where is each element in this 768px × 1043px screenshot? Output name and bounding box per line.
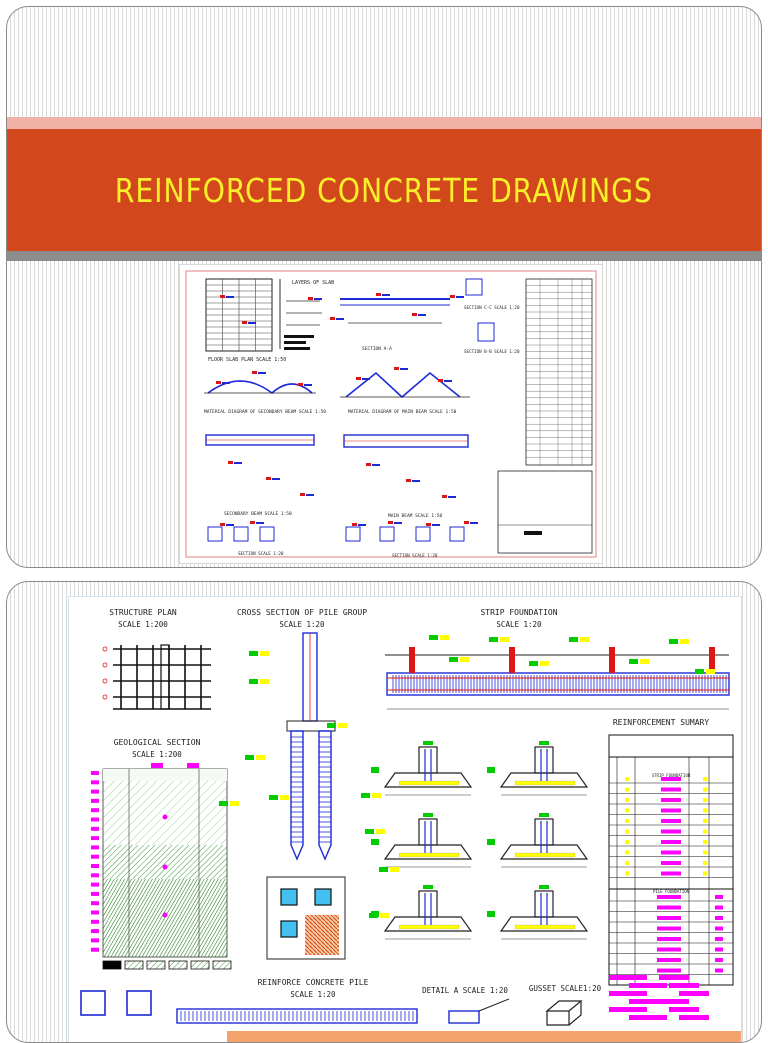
material-main-label: MATERIAL DIAGRAM OF MAIN BEAM SCALE 1:50 xyxy=(348,409,457,415)
section-aa-label: SECTION A-A xyxy=(362,346,392,352)
material-secondary-label: MATERIAL DIAGRAM OF SECONDARY BEAM SCALE… xyxy=(204,409,326,415)
detail-a-title: DETAIL A SCALE 1:20 xyxy=(422,986,508,995)
cad-drawing-sheet: FLOOR SLAB PLAN SCALE 1:50 LAYERS OF SLA… xyxy=(179,264,603,564)
dimension-markers xyxy=(216,293,478,526)
strip-foundation-title: STRIP FOUNDATION xyxy=(480,608,557,617)
structure-plan: STRUCTURE PLAN SCALE 1:200 xyxy=(102,608,211,710)
structure-plan-scale: SCALE 1:200 xyxy=(118,620,168,629)
beam-sections-left: SECTION SCALE 1:20 xyxy=(207,526,284,556)
strip-foundation: STRIP FOUNDATION SCALE 1:20 xyxy=(385,608,730,710)
floor-slab-plan-label: FLOOR SLAB PLAN SCALE 1:50 xyxy=(208,357,286,363)
section-bb-label: SECTION B-B SCALE 1:20 xyxy=(464,349,520,354)
geological-section-title: GEOLOGICAL SECTION xyxy=(114,738,201,747)
gusset: GUSSET SCALE1:20 xyxy=(529,984,602,1026)
structure-plan-title: STRUCTURE PLAN xyxy=(109,608,177,617)
title-band-top-stripe xyxy=(7,117,761,129)
rebar-schedule-table xyxy=(525,278,593,466)
strip-foundation-scale: SCALE 1:20 xyxy=(496,620,542,629)
reinforce-concrete-pile-title: REINFORCE CONCRETE PILE xyxy=(258,978,369,987)
section-left-label: SECTION SCALE 1:20 xyxy=(238,551,284,556)
section-cc: SECTION C-C SCALE 1:20 xyxy=(464,278,520,310)
dimension-markers xyxy=(219,635,715,918)
cross-section-pile-group: CROSS SECTION OF PILE GROUP SCALE 1:20 xyxy=(237,608,367,960)
reinforce-concrete-pile-scale: SCALE 1:20 xyxy=(290,990,336,999)
section-cc-label: SECTION C-C SCALE 1:20 xyxy=(464,305,520,310)
slide-1[interactable]: REINFORCED CONCRETE DRAWINGS FLOOR SLAB … xyxy=(6,6,762,568)
material-diagram-secondary-beam: MATERIAL DIAGRAM OF SECONDARY BEAM SCALE… xyxy=(204,380,326,415)
slide-2[interactable]: STRUCTURE PLAN SCALE 1:200 GEOLOGICAL SE… xyxy=(6,581,762,1043)
pile-foundation-table-label: PILE FOUNDATION xyxy=(653,889,690,894)
geological-section-scale: SCALE 1:200 xyxy=(132,750,182,759)
secondary-beam-label: SECONDARY BEAM SCALE 1:50 xyxy=(224,511,292,517)
reinforcement-summary-title: REINFORCEMENT SUMARY xyxy=(613,718,710,727)
title-block xyxy=(497,470,593,554)
main-beam-label: MAIN BEAM SCALE 1:50 xyxy=(388,513,442,519)
foundation-drawing: STRUCTURE PLAN SCALE 1:200 GEOLOGICAL SE… xyxy=(80,608,741,1042)
beam-sections-right: SECTION SCALE 1:20 xyxy=(345,526,465,558)
geological-section: GEOLOGICAL SECTION SCALE 1:200 xyxy=(91,738,232,970)
layers-of-slab-label: LAYERS OF SLAB xyxy=(292,280,334,286)
reinforcement-summary: REINFORCEMENT SUMARY STRIP FOUNDATION PI… xyxy=(608,718,734,986)
foundation-footing-details xyxy=(371,741,589,940)
layers-of-slab: LAYERS OF SLAB xyxy=(279,279,334,350)
reinforce-concrete-pile: REINFORCE CONCRETE PILE SCALE 1:20 xyxy=(80,978,418,1024)
section-aa: SECTION A-A xyxy=(340,298,450,352)
cad-drawing: FLOOR SLAB PLAN SCALE 1:50 LAYERS OF SLA… xyxy=(185,270,597,558)
bottom-highlight-bar xyxy=(227,1031,741,1042)
section-right-label: SECTION SCALE 1:20 xyxy=(392,553,438,558)
section-bb: SECTION B-B SCALE 1:20 xyxy=(464,322,520,354)
title-band: REINFORCED CONCRETE DRAWINGS xyxy=(7,129,761,251)
title-band-bottom-stripe xyxy=(7,251,761,261)
cross-section-scale: SCALE 1:20 xyxy=(279,620,325,629)
gusset-title: GUSSET SCALE1:20 xyxy=(529,984,602,993)
main-beam: MAIN BEAM SCALE 1:50 xyxy=(343,434,469,519)
cross-section-title: CROSS SECTION OF PILE GROUP xyxy=(237,608,367,617)
secondary-beam: SECONDARY BEAM SCALE 1:50 xyxy=(205,434,315,517)
floor-slab-plan: FLOOR SLAB PLAN SCALE 1:50 xyxy=(205,278,286,363)
annotation-cluster xyxy=(609,975,709,1020)
detail-a: DETAIL A SCALE 1:20 xyxy=(422,986,510,1024)
slide-title: REINFORCED CONCRETE DRAWINGS xyxy=(114,170,654,210)
strip-foundation-table-label: STRIP FOUNDATION xyxy=(652,773,691,778)
foundation-drawing-sheet: STRUCTURE PLAN SCALE 1:200 GEOLOGICAL SE… xyxy=(68,596,742,1042)
